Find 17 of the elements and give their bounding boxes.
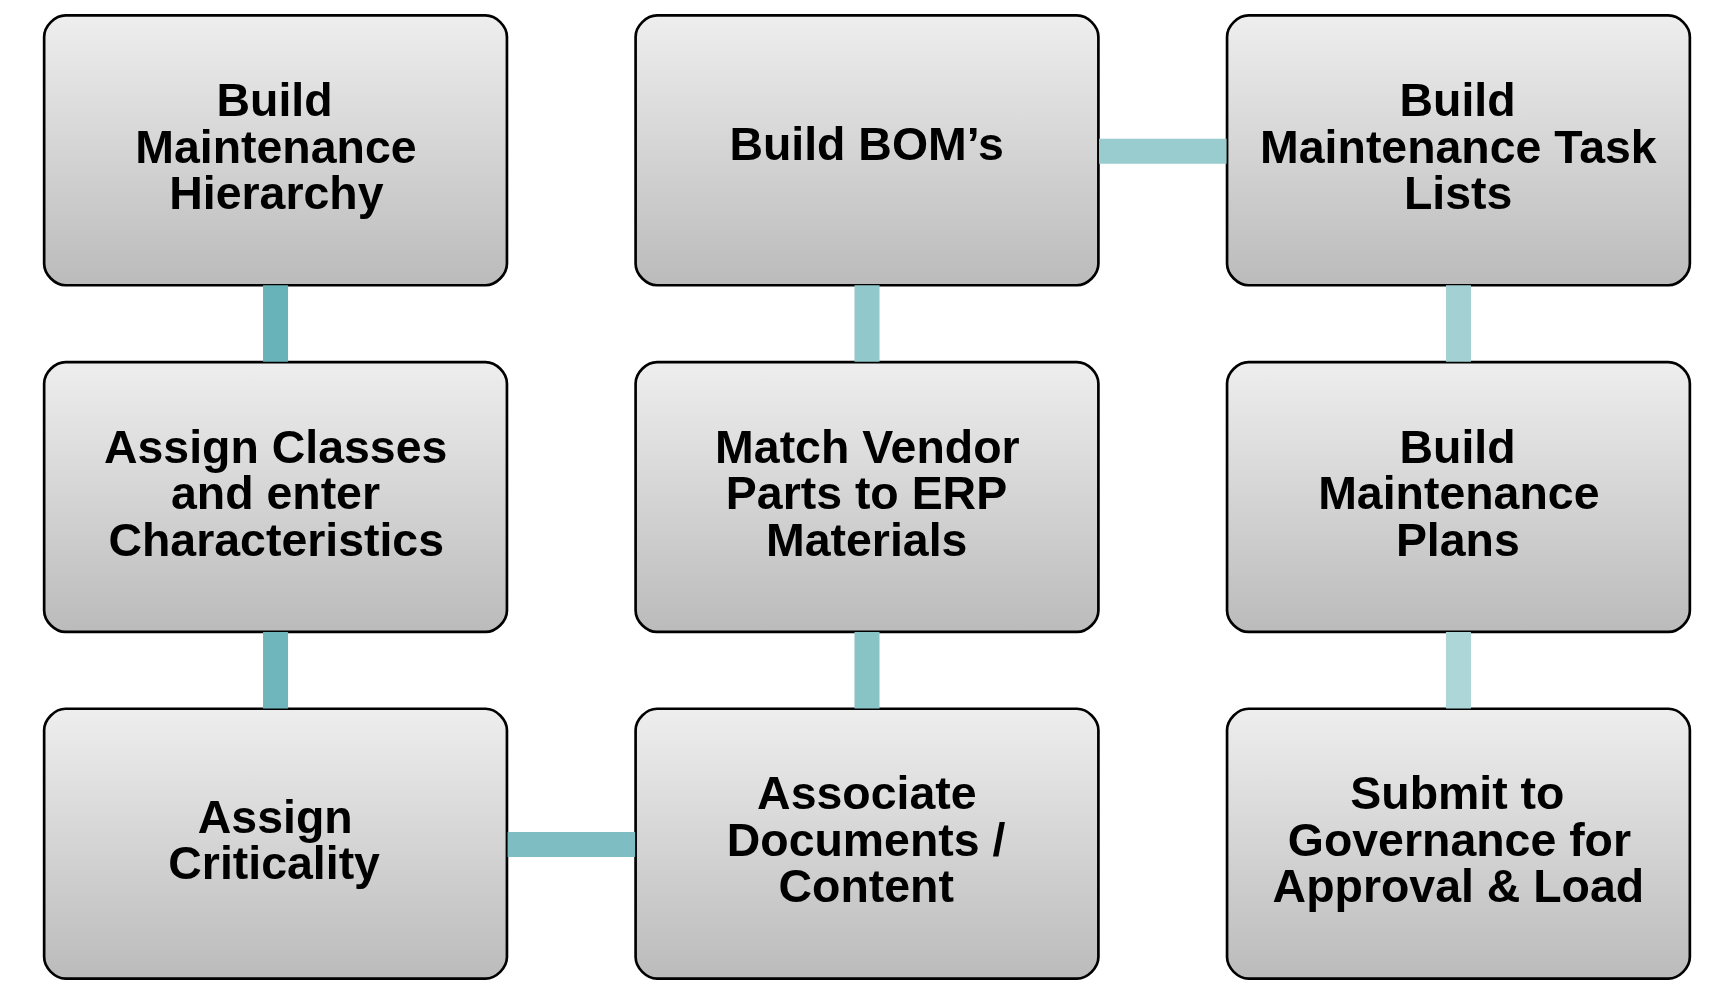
node-box: Build Maintenance Plans <box>1225 360 1691 634</box>
connector <box>854 285 879 362</box>
node-box: Assign Criticality <box>42 707 508 980</box>
connector <box>507 832 635 858</box>
node-box: Assign Classes and enter Characteristics <box>42 360 508 634</box>
connector <box>262 632 288 709</box>
connector <box>262 285 288 362</box>
connector <box>1445 632 1471 709</box>
node-box: Match Vendor Parts to ERP Materials <box>633 360 1100 634</box>
node-box: Build Maintenance Hierarchy <box>42 14 508 287</box>
connector <box>1098 138 1227 164</box>
node-box: Submit to Governance for Approval & Load <box>1225 707 1691 980</box>
connector <box>1445 285 1471 362</box>
node-box: Build BOM’s <box>633 14 1100 287</box>
node-box: Build Maintenance Task Lists <box>1225 14 1691 287</box>
connector <box>854 632 879 709</box>
node-box: Associate Documents / Content <box>633 707 1100 980</box>
